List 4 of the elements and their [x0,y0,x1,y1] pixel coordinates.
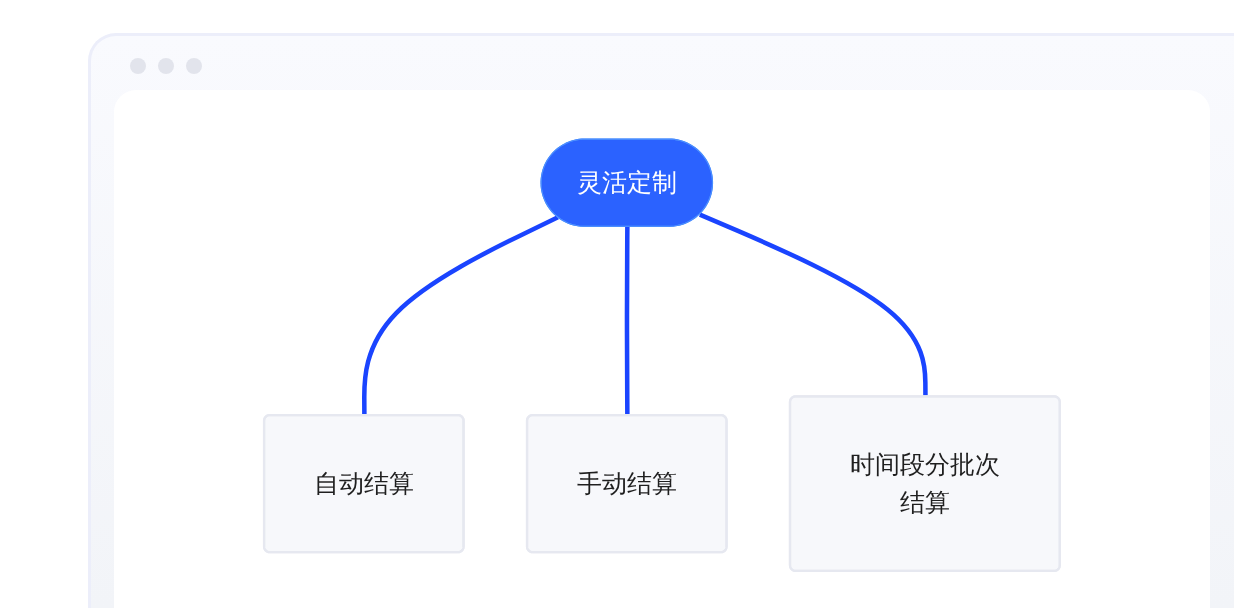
content-panel: 灵活定制 自动结算 手动结算 时间段分批次结算 [114,90,1210,608]
connector [362,215,559,416]
connector [699,212,928,397]
connector [624,226,630,416]
